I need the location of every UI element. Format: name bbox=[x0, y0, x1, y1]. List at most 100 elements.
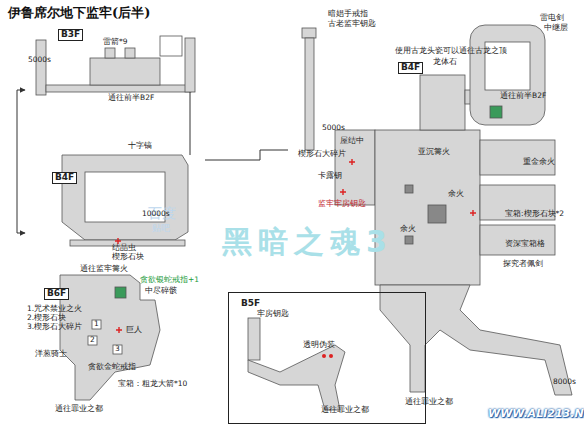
map-annotation: 使用古龙头瓷可以通往古龙之顶 bbox=[395, 47, 507, 55]
item-cross bbox=[116, 327, 122, 333]
map-title: 伊鲁席尔地下监牢(后半) bbox=[8, 4, 150, 22]
map-annotation: B4F bbox=[398, 62, 423, 74]
room bbox=[105, 48, 115, 58]
map-annotation: B6F bbox=[44, 288, 69, 300]
map-annotation: 暗娼手戒指 bbox=[328, 10, 368, 18]
marker-box bbox=[88, 336, 97, 345]
floor-region: B4F 十字镐 10000s 结晶虫楔形石块 bbox=[25, 128, 205, 263]
map-annotation: 洋葱骑士 bbox=[35, 350, 67, 358]
map-annotation: 3.楔形石大碎片 bbox=[27, 323, 82, 331]
map-annotation: 十字镐 bbox=[128, 142, 152, 150]
marker-box bbox=[92, 320, 101, 329]
map-annotation: 雷箭*9 bbox=[103, 38, 128, 46]
map-annotation: 贪欲银蛇戒指+1 bbox=[140, 276, 199, 284]
map-annotation: 1 bbox=[94, 320, 99, 328]
room bbox=[160, 36, 182, 56]
floor-b4f-left bbox=[62, 155, 188, 246]
map-annotation: 牢房钥匙 bbox=[257, 310, 289, 318]
hall bbox=[375, 130, 480, 285]
watermark: 贴吧 bbox=[152, 222, 170, 235]
item-dot bbox=[322, 354, 326, 358]
corridor bbox=[380, 285, 572, 395]
map-annotation: 通往罪业之都 bbox=[321, 406, 369, 414]
passage-line bbox=[190, 92, 191, 155]
map-annotation: B4F bbox=[52, 172, 77, 184]
room bbox=[90, 58, 160, 85]
map-annotation: 卡露钥 bbox=[318, 172, 342, 180]
map-annotation: 通往前半B2F bbox=[500, 92, 546, 100]
elevator bbox=[490, 106, 502, 118]
map-annotation: 龙体石 bbox=[433, 58, 457, 66]
map-annotation: 雷电剑 bbox=[540, 14, 564, 22]
corridor bbox=[248, 345, 345, 410]
room bbox=[335, 130, 375, 205]
map-annotation: 2.楔形石块 bbox=[27, 314, 66, 322]
map-annotation: 通往罪业之都 bbox=[55, 405, 103, 413]
passage-connector bbox=[17, 90, 25, 233]
map-annotation: 楔形石块 bbox=[112, 253, 144, 261]
map-annotation: 通往监牢篝火 bbox=[80, 265, 128, 273]
map-annotation: 资深宝箱格 bbox=[505, 240, 545, 248]
map-annotation: 5000s bbox=[322, 124, 345, 132]
map-annotation: 2 bbox=[90, 336, 95, 344]
floor-region: B4F暗娼手戒指古老监牢钥匙使用古龙头瓷可以通往古龙之顶龙体石雷电剑中继层通往前… bbox=[288, 4, 582, 423]
floor-b5f bbox=[248, 318, 345, 410]
corridor bbox=[248, 318, 260, 360]
item-cross bbox=[340, 189, 346, 195]
map-annotation: 宝箱：粗龙大箭*10 bbox=[118, 380, 187, 388]
item-dot bbox=[329, 354, 333, 358]
floor-region: B6F 通往监牢篝火贪欲银蛇戒指+1 中尽碎骸 1.咒术禁业之火2.楔形石块3.楔形石… bbox=[25, 262, 225, 422]
item-crosses bbox=[115, 159, 476, 333]
map-annotation: 亚沉篝火 bbox=[418, 148, 450, 156]
room bbox=[62, 155, 188, 240]
room bbox=[125, 48, 135, 58]
map-annotation: 1.咒术禁业之火 bbox=[27, 305, 82, 313]
map-annotation: 巨人 bbox=[126, 326, 142, 334]
watermark: 黑暗之魂3 bbox=[222, 222, 393, 263]
pillar bbox=[405, 185, 413, 193]
room bbox=[480, 225, 555, 255]
floor-region: B3F 5000s 雷箭*9 通往前半B2F bbox=[25, 25, 205, 105]
elevator bbox=[115, 287, 126, 298]
room bbox=[480, 140, 555, 175]
corridor bbox=[305, 38, 314, 150]
floor-region: B5F牢房钥匙透明伪装通往罪业之都 bbox=[228, 292, 426, 424]
marker-box bbox=[113, 345, 122, 354]
pillar bbox=[405, 236, 413, 244]
map-annotation: 探究者佩剑 bbox=[503, 260, 543, 268]
watermark: WWW.ALI213.NET bbox=[488, 407, 584, 420]
pillar bbox=[428, 205, 446, 223]
item-cross bbox=[470, 210, 476, 216]
room bbox=[302, 28, 316, 38]
corridor bbox=[420, 75, 465, 130]
map-annotation: 透明伪装 bbox=[303, 341, 335, 349]
map-annotation: 通往罪业之都 bbox=[405, 398, 453, 406]
map-annotation: 通往前半B2F bbox=[108, 94, 154, 102]
map-annotation: 5000s bbox=[28, 56, 51, 64]
map-annotation: 屋结中 bbox=[340, 137, 364, 145]
map-annotation: 重金余火 bbox=[523, 158, 555, 166]
map-annotation: 10000s bbox=[142, 210, 170, 218]
map-annotation: 中继层 bbox=[544, 24, 568, 32]
map-annotation: 结晶虫 bbox=[112, 244, 136, 252]
map-annotation: 8000s bbox=[553, 378, 576, 386]
map-annotation: B5F bbox=[241, 299, 260, 309]
map-annotation: B3F bbox=[58, 29, 83, 41]
map-annotation: 中尽碎骸 bbox=[145, 287, 177, 295]
map-annotation: 余火 bbox=[448, 190, 464, 198]
map-annotation: 余火 bbox=[400, 225, 416, 233]
map-annotation: 3 bbox=[115, 345, 120, 353]
tower bbox=[470, 25, 545, 125]
corridor bbox=[36, 40, 46, 95]
map-annotation: 宝箱:楔形石块*2 bbox=[505, 210, 564, 218]
floor-b3f bbox=[36, 36, 195, 95]
map-annotation: 监牢牢房钥匙 bbox=[318, 200, 366, 208]
passage-connector bbox=[205, 150, 288, 160]
floor-b4f-right bbox=[302, 25, 572, 395]
item-cross bbox=[349, 159, 355, 165]
corridor bbox=[46, 85, 191, 92]
map-annotation: 楔形石大碎片 bbox=[298, 150, 346, 158]
